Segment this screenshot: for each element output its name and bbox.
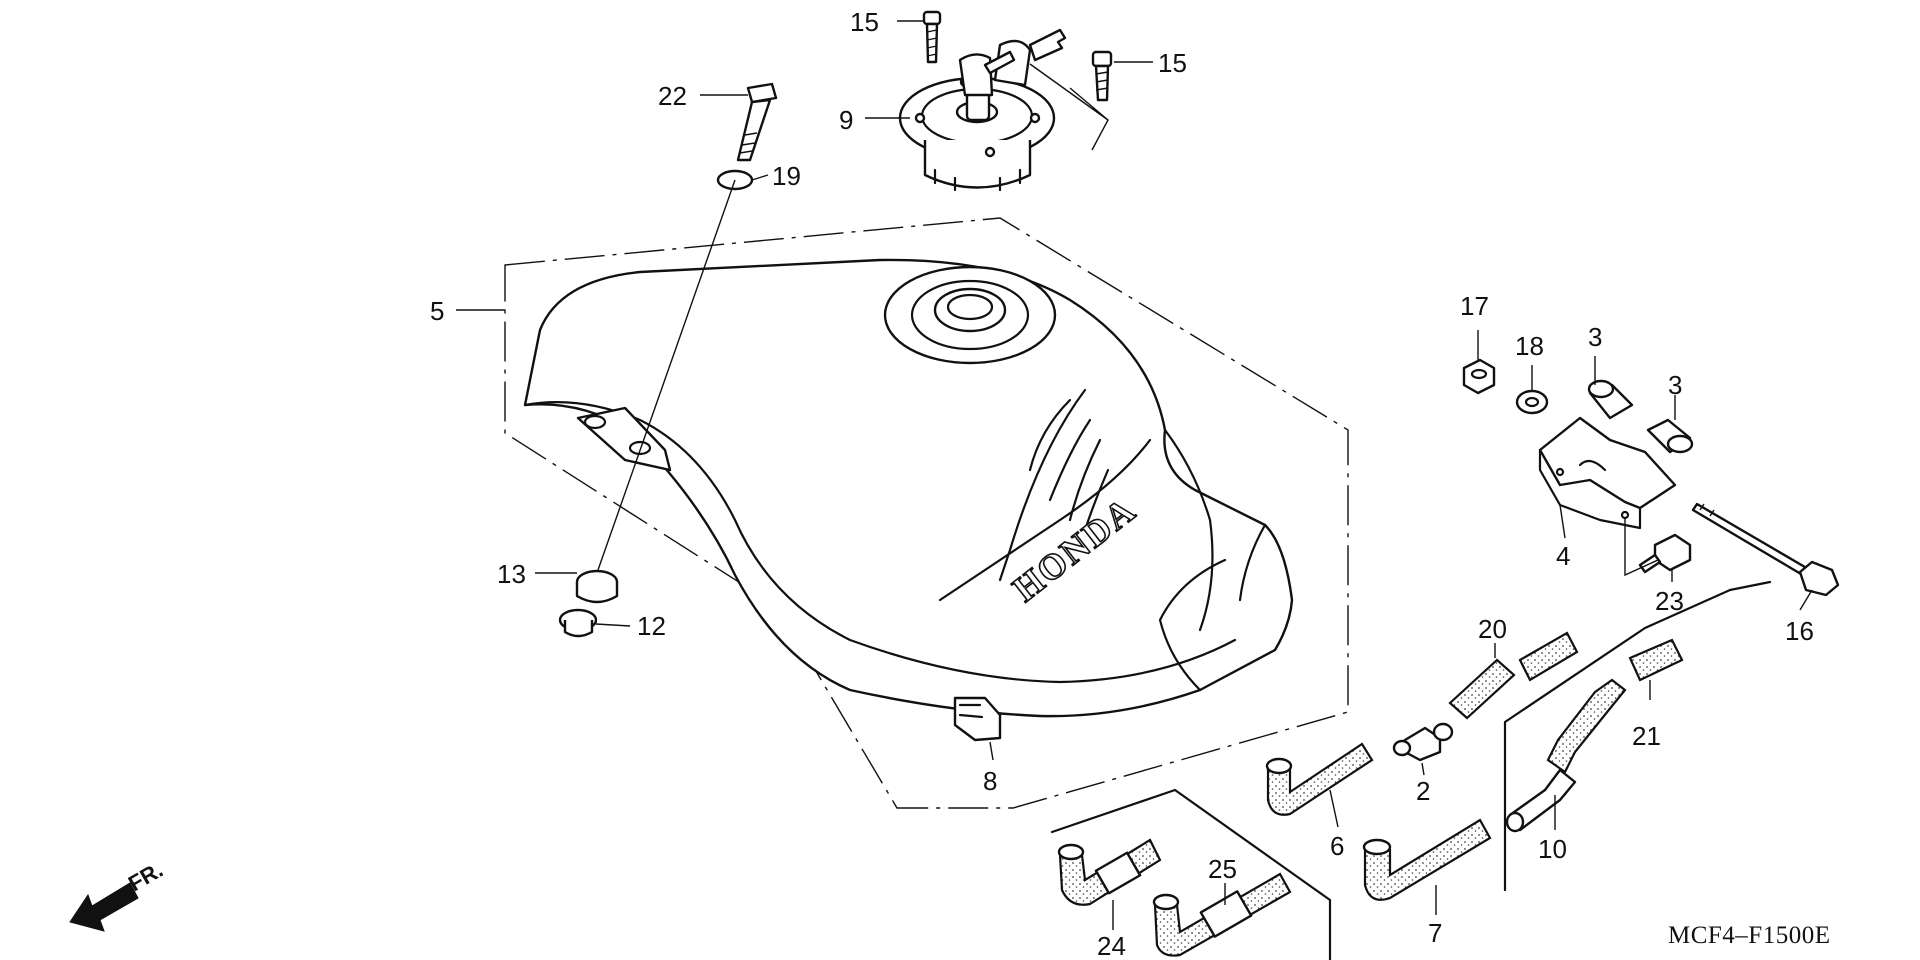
part-15-bolt-right [1091, 50, 1113, 102]
leader-lines [456, 20, 1813, 930]
label-part-18: 18 [1515, 331, 1544, 361]
part-17-nut [1462, 358, 1496, 395]
tank-group-boundary [504, 217, 1349, 809]
label-part-4: 4 [1556, 541, 1570, 571]
label-part-15-right: 15 [1158, 48, 1187, 78]
part-2-joint [1392, 722, 1454, 762]
label-part-9: 9 [839, 105, 853, 135]
part-21-hose [1628, 638, 1684, 682]
part-12-collar [558, 608, 598, 638]
label-part-15-top: 15 [850, 7, 879, 37]
label-part-22: 22 [658, 81, 687, 111]
part-6-hose-end [1265, 757, 1293, 775]
part-10-hose [1505, 678, 1627, 833]
part-20-hose-b [1518, 631, 1579, 682]
part-24-hose [1057, 838, 1162, 906]
part-18-washer [1515, 389, 1549, 415]
part-20-hose-a [1448, 658, 1516, 720]
part-7-hose [1363, 818, 1492, 901]
label-part-5: 5 [430, 296, 444, 326]
label-part-12: 12 [637, 611, 666, 641]
part-25-hose [1152, 872, 1292, 957]
wing-emblem [998, 388, 1110, 582]
part-16-long-bolt [1691, 502, 1840, 597]
label-part-3-left: 3 [1588, 322, 1602, 352]
label-part-13: 13 [497, 559, 526, 589]
part-3-collar-right [1646, 418, 1694, 454]
label-part-23: 23 [1655, 586, 1684, 616]
label-part-17: 17 [1460, 291, 1489, 321]
part-4-bracket [1538, 416, 1677, 530]
label-part-6: 6 [1330, 831, 1344, 861]
drawing-code: MCF4–F1500E [1668, 922, 1830, 949]
label-part-2: 2 [1416, 776, 1430, 806]
label-part-25: 25 [1208, 854, 1237, 884]
part-6-hose [1266, 742, 1374, 816]
part-3-collar-left [1587, 379, 1634, 420]
label-part-16: 16 [1785, 616, 1814, 646]
label-part-10: 10 [1538, 834, 1567, 864]
label-part-21: 21 [1632, 721, 1661, 751]
label-part-24: 24 [1097, 931, 1126, 960]
part-23-bolt [1638, 533, 1692, 574]
divider-lines [1050, 580, 1772, 960]
label-part-19: 19 [772, 161, 801, 191]
front-direction-arrow: FR. [69, 857, 167, 932]
ignition-keys [958, 28, 1067, 97]
part-22-bolt [736, 82, 778, 162]
part-8-clip [953, 696, 1002, 742]
fuel-tank: HONDA [523, 258, 1294, 718]
label-part-3-right: 3 [1668, 370, 1682, 400]
part-15-bolt-top [922, 10, 942, 64]
label-part-20: 20 [1478, 614, 1507, 644]
part-13-grommet [575, 569, 619, 604]
part-7-hose-end [1362, 838, 1392, 856]
label-part-8: 8 [983, 766, 997, 796]
label-part-7: 7 [1428, 918, 1442, 948]
